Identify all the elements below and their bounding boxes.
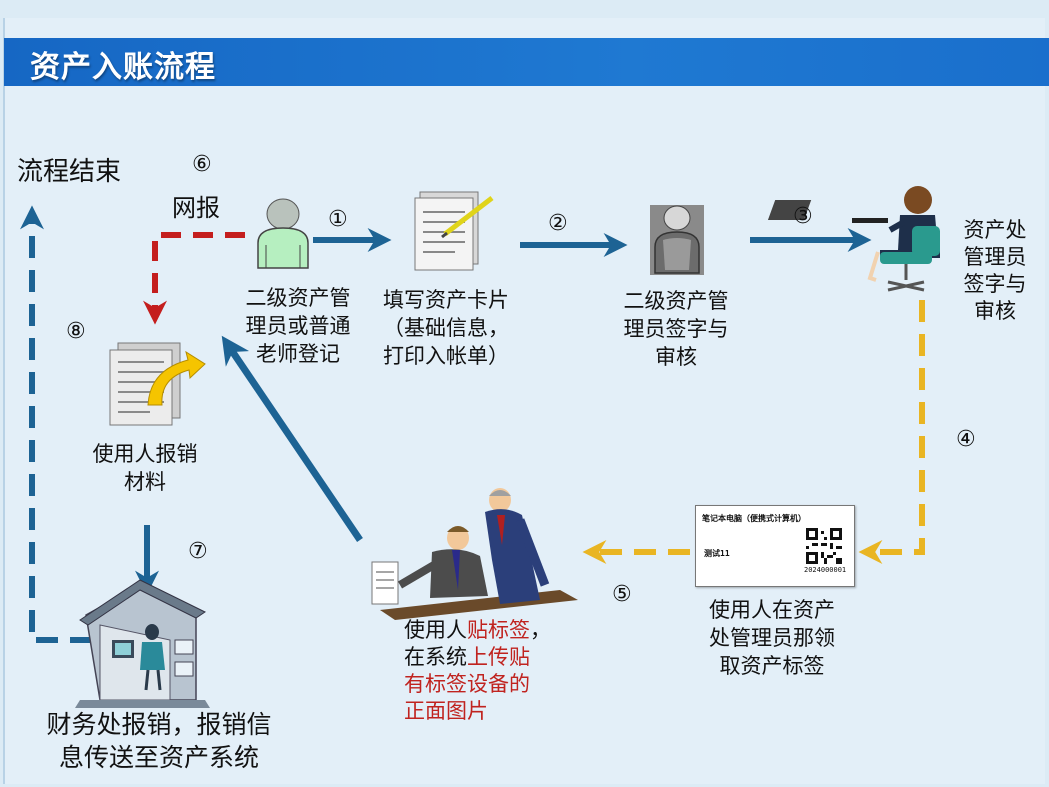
card-name: 测试11 bbox=[704, 549, 730, 558]
step-number-5: ⑤ bbox=[612, 582, 632, 607]
arrow-4 bbox=[858, 300, 925, 564]
asset-label-card: 笔记本电脑（便携式计算机） 测试11 2024000001 bbox=[695, 505, 855, 587]
step-number-6: ⑥ bbox=[192, 152, 212, 177]
step8-label: 财务处报销，报销信 息传送至资产系统 bbox=[46, 710, 272, 772]
step-number-3: ③ bbox=[793, 204, 813, 229]
step1-label: 二级资产管 理员或普通 老师登记 bbox=[245, 286, 351, 366]
end-label: 流程结束 bbox=[17, 157, 122, 187]
page-title: 资产入账流程 bbox=[30, 50, 216, 85]
form-pen-icon bbox=[414, 191, 494, 271]
card-title: 笔记本电脑（便携式计算机） bbox=[702, 514, 806, 523]
title-bar bbox=[4, 38, 1049, 86]
qr-code-icon bbox=[806, 528, 842, 564]
person-green-icon bbox=[257, 198, 309, 269]
step-number-8: ⑧ bbox=[66, 319, 86, 344]
step3-label: 二级资产管 理员签字与 审核 bbox=[623, 289, 729, 369]
document-arrow-icon bbox=[109, 342, 206, 426]
meeting-icon bbox=[371, 488, 578, 620]
woman-laptop-icon bbox=[767, 186, 940, 292]
house-computer-icon bbox=[75, 579, 210, 708]
step-number-7: ⑦ bbox=[188, 539, 208, 564]
step-number-4: ④ bbox=[956, 427, 976, 452]
step7-label: 使用人报销 材料 bbox=[92, 442, 198, 494]
arrow-6 bbox=[143, 232, 245, 325]
person-gray-icon bbox=[650, 205, 704, 275]
step6-label: 使用人贴标签， 在系统上传贴 有标签设备的 正面图片 bbox=[404, 618, 551, 723]
step2-label: 填写资产卡片 （基础信息， 打印入帐单） bbox=[383, 288, 509, 368]
step-number-2: ② bbox=[548, 211, 568, 236]
arrow-return bbox=[221, 335, 363, 542]
step4-label: 资产处 管理员 签字与 审核 bbox=[963, 218, 1027, 323]
arrow-8 bbox=[20, 205, 92, 643]
card-code: 2024000001 bbox=[804, 566, 847, 574]
step-number-1: ① bbox=[328, 207, 348, 232]
step5-label: 使用人在资产 处管理员那领 取资产标签 bbox=[709, 598, 835, 678]
online-report-label: 网报 bbox=[172, 194, 220, 222]
